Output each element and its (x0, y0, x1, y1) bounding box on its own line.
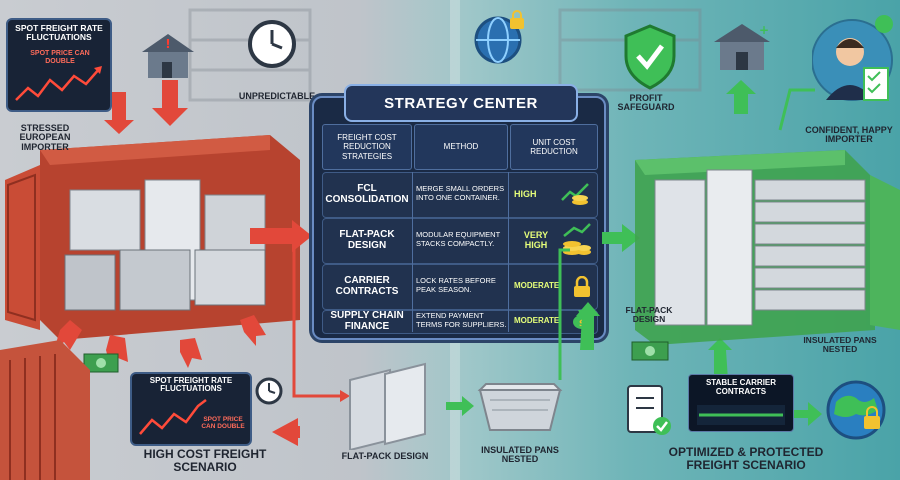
column-divider (508, 172, 509, 332)
reduction-finance: MODERATE (514, 316, 560, 326)
profit-safeguard-label: PROFIT SAFEGUARD (617, 93, 675, 113)
cash-icon-right (631, 341, 669, 361)
strategy-flat-pack-design: FLAT-PACK DESIGN (339, 228, 395, 252)
method-fcl: MERGE SMALL ORDERS INTO ONE CONTAINER. (416, 184, 505, 202)
method-carrier: LOCK RATES BEFORE PEAK SEASON. (416, 276, 496, 294)
red-container (5, 135, 300, 340)
flat-pack-panels (349, 362, 426, 450)
spot-rate-chart-title: SPOT FREIGHT RATE FLUCTUATIONS (15, 23, 103, 43)
strategy-center-panel: STRATEGY CENTER FREIGHT COST REDUCTION S… (312, 84, 606, 340)
shield-check-icon (624, 24, 676, 90)
coins-growth-icon (561, 183, 589, 205)
strategy-carrier-contracts: CARRIER CONTRACTS (335, 274, 399, 298)
right-flat-pack-label: FLAT-PACK DESIGN (625, 305, 673, 324)
coin-stack-icon (563, 223, 591, 255)
bottom-chart-title: SPOT FREIGHT RATE FLUCTUATIONS (149, 376, 233, 394)
high-cost-scenario-title: HIGH COST FREIGHT SCENARIO (143, 447, 267, 474)
header-method: METHOD (414, 124, 508, 170)
header-strategies: FREIGHT COST REDUCTION STRATEGIES (322, 124, 412, 170)
clock-icon (248, 20, 296, 68)
protected-globe-icon (826, 380, 886, 440)
alert-house-icon: ! (142, 34, 194, 78)
lock-icon (574, 276, 590, 297)
right-pans-label: INSULATED PANS NESTED (803, 335, 877, 354)
stable-contracts-card: STABLE CARRIER CONTRACTS (688, 374, 794, 432)
spot-price-note: SPOT PRICE CAN DOUBLE (30, 50, 90, 65)
reduction-flat-pack: VERY HIGH (523, 229, 549, 250)
secure-house-icon: + (714, 23, 770, 70)
strategy-center-title: STRATEGY CENTER (344, 84, 578, 122)
happy-importer-label: CONFIDENT, HAPPY IMPORTER (805, 125, 893, 145)
stable-rate-line (697, 405, 785, 425)
svg-text:!: ! (165, 37, 170, 51)
bottom-trend-line (139, 399, 207, 435)
reduction-carrier: MODERATE (514, 281, 560, 291)
small-clock-icon (255, 377, 283, 405)
table-row (322, 172, 598, 218)
checklist-icon (627, 385, 671, 435)
method-flat-pack: MODULAR EQUIPMENT STACKS COMPACTLY. (416, 230, 501, 248)
unpredictable-label: UNPREDICTABLE (238, 91, 316, 101)
happy-importer-avatar (812, 15, 893, 101)
table-row (322, 218, 598, 264)
spot-rate-chart-card: SPOT FREIGHT RATE FLUCTUATIONS SPOT PRIC… (6, 18, 112, 112)
reduction-fcl: HIGH (514, 188, 537, 199)
center-pans-label: INSULATED PANS NESTED (481, 445, 559, 465)
method-finance: EXTEND PAYMENT TERMS FOR SUPPLIERS. (416, 311, 507, 329)
optimized-scenario-title: OPTIMIZED & PROTECTED FREIGHT SCENARIO (668, 445, 824, 472)
bottom-spot-rate-chart: SPOT FREIGHT RATE FLUCTUATIONS SPOT PRIC… (130, 372, 252, 446)
green-container (635, 150, 900, 345)
rising-trend-line (15, 66, 102, 101)
table-row (322, 264, 598, 310)
strategy-fcl-consolidation: FCL CONSOLIDATION (325, 182, 409, 206)
cash-icon (83, 353, 119, 373)
strategy-supply-chain-finance: SUPPLY CHAIN FINANCE (330, 309, 404, 333)
side-container (0, 340, 90, 480)
insulated-pans (477, 383, 563, 431)
table-row (322, 310, 598, 334)
secure-globe-icon (474, 10, 524, 64)
stressed-importer-label: STRESSED EUROPEAN IMPORTER (19, 123, 71, 152)
svg-text:+: + (759, 23, 769, 37)
bottom-chart-note: SPOT PRICE CAN DOUBLE (201, 416, 245, 431)
column-divider (412, 172, 413, 332)
stable-contracts-label: STABLE CARRIER CONTRACTS (705, 378, 777, 396)
center-flat-pack-label: FLAT-PACK DESIGN (341, 451, 429, 461)
header-unit-cost-reduction: UNIT COST REDUCTION (510, 124, 598, 170)
